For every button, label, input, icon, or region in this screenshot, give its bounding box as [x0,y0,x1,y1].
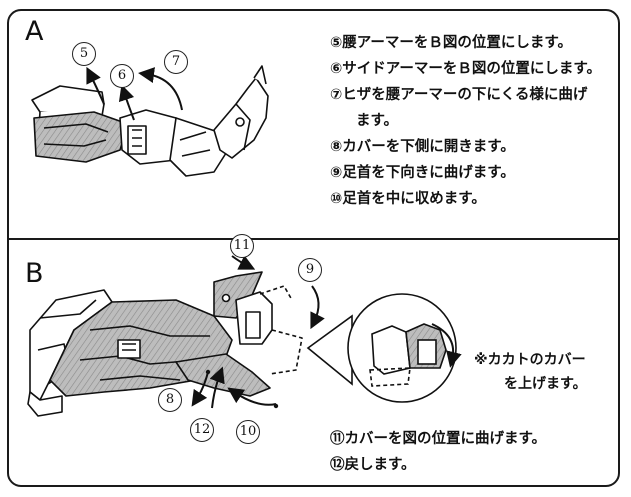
section-divider [9,238,618,240]
step-9: ⑨足首を下向きに曲げます。 [330,165,515,181]
callout-11: 11 [230,234,254,258]
callout-10: 10 [236,420,260,444]
figure-a-steps: ⑤腰アーマーをＢ図の位置にします。 ⑥サイドアーマーをＢ図の位置にします。 ⑦ヒ… [330,30,601,212]
figure-a-label: A [25,16,44,47]
instruction-frame [7,9,620,487]
heel-detail-zoom [306,293,462,403]
note-line-1: ※カカトのカバー [474,352,586,368]
step-12: ⑫戻します。 [330,457,416,473]
step-6: ⑥サイドアーマーをＢ図の位置にします。 [330,61,601,77]
step-11: ⑪カバーを図の位置に曲げます。 [330,431,547,447]
callout-8: 8 [158,388,182,412]
step-5: ⑤腰アーマーをＢ図の位置にします。 [330,35,572,51]
figure-b-label: B [25,258,44,289]
heel-cover-note: ※カカトのカバー を上げます。 [474,348,587,396]
step-8: ⑧カバーを下側に開きます。 [330,139,515,155]
callout-6: 6 [110,64,134,88]
step-10: ⑩足首を中に収めます。 [330,191,486,207]
note-line-2: を上げます。 [504,376,587,392]
step-7: ⑦ヒザを腰アーマーの下にくる様に曲げ [330,87,588,103]
callout-12: 12 [190,418,214,442]
step-7-continued: ます。 [356,113,399,129]
callout-7: 7 [164,50,188,74]
callout-9: 9 [298,258,322,282]
figure-b-steps: ⑪カバーを図の位置に曲げます。 ⑫戻します。 [330,426,546,478]
figure-a-drawing [31,65,269,177]
callout-5: 5 [72,42,96,66]
